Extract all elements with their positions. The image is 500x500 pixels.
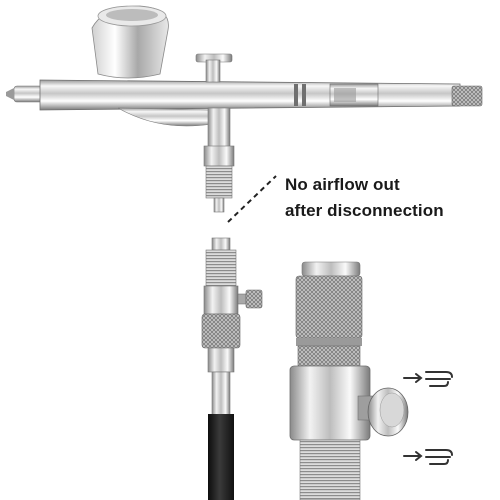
flow-valve-image xyxy=(289,261,409,500)
quick-coupler-image xyxy=(201,237,263,500)
leader-line xyxy=(227,175,277,223)
airbrush-image xyxy=(6,5,483,213)
caption-line-1: No airflow out xyxy=(285,175,400,194)
caption-line-2: after disconnection xyxy=(285,201,444,220)
airflow-icon-bottom xyxy=(403,449,453,465)
airflow-icon-top xyxy=(403,371,453,387)
caption-text: No airflow out after disconnection xyxy=(285,172,495,224)
